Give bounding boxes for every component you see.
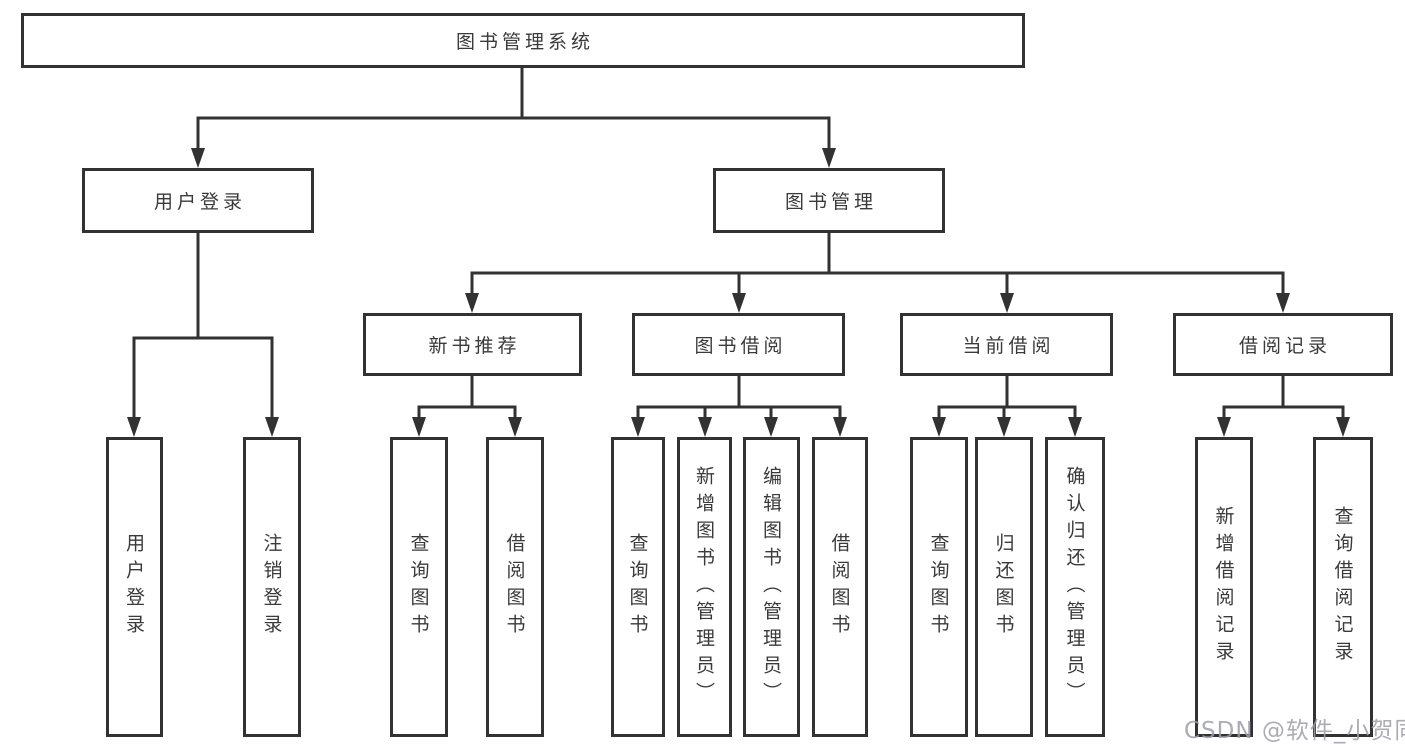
- leaf-label: 新增借阅记录: [1212, 506, 1235, 668]
- leaf-label: 注销登录: [260, 533, 283, 641]
- node-book-borrowing: 图书借阅: [632, 313, 845, 376]
- leaf-user-login: 用户登录: [106, 437, 163, 737]
- node-book-management-branch: 图书管理: [713, 168, 945, 233]
- leaf-add-borrow-record: 新增借阅记录: [1195, 437, 1253, 737]
- leaf-label: 编辑图书（管理员）: [760, 465, 782, 709]
- leaf-query-books-2: 查询图书: [611, 437, 665, 737]
- csdn-watermark: CSDN @软件_小贺同学: [1184, 718, 1405, 744]
- leaf-query-borrow-record: 查询借阅记录: [1313, 437, 1373, 737]
- leaf-label: 确认归还（管理员）: [1063, 465, 1086, 709]
- leaf-query-books-3: 查询图书: [910, 437, 968, 737]
- leaf-label: 用户登录: [123, 533, 145, 641]
- node-current-borrowing: 当前借阅: [900, 313, 1113, 376]
- leaf-label: 归还图书: [992, 533, 1015, 641]
- leaf-logout: 注销登录: [243, 437, 301, 737]
- leaf-add-books-admin: 新增图书（管理员）: [677, 437, 732, 737]
- leaf-label: 借阅图书: [828, 533, 851, 641]
- leaf-edit-books-admin: 编辑图书（管理员）: [743, 437, 800, 737]
- leaf-borrow-books-2: 借阅图书: [812, 437, 868, 737]
- leaf-query-books-1: 查询图书: [390, 437, 448, 737]
- node-borrowing-records: 借阅记录: [1173, 313, 1393, 376]
- node-user-login-branch: 用户登录: [82, 168, 314, 233]
- node-new-book-recommendation: 新书推荐: [363, 313, 582, 376]
- leaf-label: 查询图书: [927, 533, 950, 641]
- leaf-label: 查询借阅记录: [1331, 506, 1354, 668]
- leaf-label: 查询图书: [626, 533, 649, 641]
- leaf-label: 查询图书: [407, 533, 430, 641]
- leaf-confirm-return-admin: 确认归还（管理员）: [1045, 437, 1105, 737]
- leaf-label: 借阅图书: [503, 533, 526, 641]
- leaf-borrow-books-1: 借阅图书: [486, 437, 544, 737]
- leaf-label: 新增图书（管理员）: [693, 465, 715, 709]
- leaf-return-books: 归还图书: [975, 437, 1033, 737]
- node-library-management-system: 图书管理系统: [21, 13, 1025, 68]
